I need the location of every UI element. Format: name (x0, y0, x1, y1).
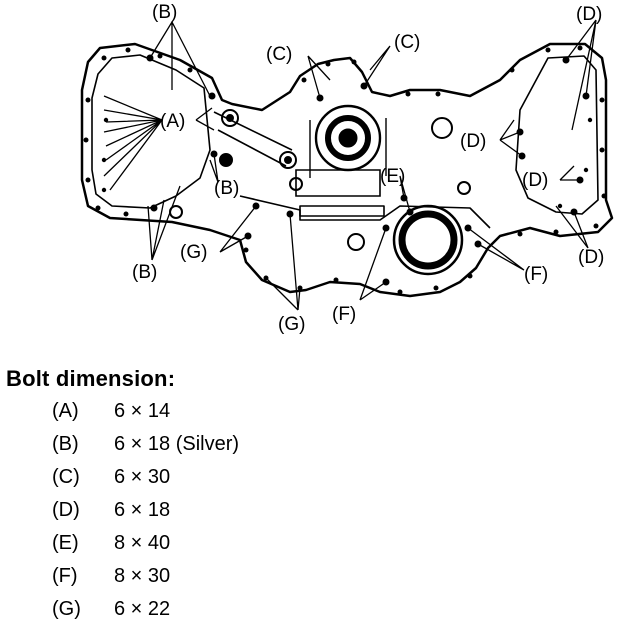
label-f-mid: (F) (332, 304, 356, 325)
spec-dimension: 6 × 30 (114, 466, 171, 488)
spec-row: (E) 8 × 40 (6, 532, 175, 565)
label-e: (E) (380, 166, 405, 187)
spec-code: (C) (52, 466, 80, 488)
spec-row: (C) 6 × 30 (6, 466, 175, 499)
spec-row: (A) 6 × 14 (6, 400, 175, 433)
spec-code: (D) (52, 499, 80, 521)
crankshaft-seal (392, 204, 464, 276)
bosses (169, 109, 471, 251)
label-d-top: (D) (576, 4, 602, 25)
label-c-left: (C) (266, 44, 292, 65)
spec-code: (A) (52, 400, 79, 422)
label-f-right: (F) (524, 264, 548, 285)
spec-dimension: 8 × 30 (114, 565, 171, 587)
label-b-top: (B) (152, 2, 177, 23)
spec-row: (G) 6 × 22 (6, 598, 175, 631)
label-d-mid: (D) (460, 131, 486, 152)
spec-dimension: 6 × 14 (114, 400, 171, 422)
spec-row: (B) 6 × 18 (Silver) (6, 433, 239, 466)
label-d-bot: (D) (578, 247, 604, 268)
label-g-left: (G) (180, 242, 207, 263)
label-g-bot: (G) (278, 314, 305, 335)
oil-pump-housing (295, 104, 387, 197)
spec-dimension: 8 × 40 (114, 532, 171, 554)
label-d-low: (D) (522, 170, 548, 191)
label-b-low: (B) (132, 262, 157, 283)
diagram-labels: (B) (A) (B) (B) (C) (C) (D) (D) (D) (D) … (132, 2, 604, 335)
label-c-right: (C) (394, 32, 420, 53)
spec-row: (F) 8 × 30 (6, 565, 175, 598)
leader-lines (103, 19, 597, 311)
spec-code: (B) (52, 433, 79, 455)
bolt-dimension-table: Bolt dimension: (A) 6 × 14 (B) 6 × 18 (S… (6, 366, 239, 631)
spec-title: Bolt dimension: (6, 366, 176, 391)
label-b-mid: (B) (214, 178, 239, 199)
spec-dimension: 6 × 18 (Silver) (114, 433, 240, 455)
spec-code: (E) (52, 532, 79, 554)
spec-code: (G) (52, 598, 81, 620)
spec-code: (F) (52, 565, 78, 587)
spec-dimension: 6 × 22 (114, 598, 171, 620)
timing-cover-diagram: (B) (A) (B) (B) (C) (C) (D) (D) (D) (D) … (80, 2, 614, 335)
spec-row: (D) 6 × 18 (6, 499, 175, 532)
label-a: (A) (160, 111, 185, 132)
spec-dimension: 6 × 18 (114, 499, 171, 521)
